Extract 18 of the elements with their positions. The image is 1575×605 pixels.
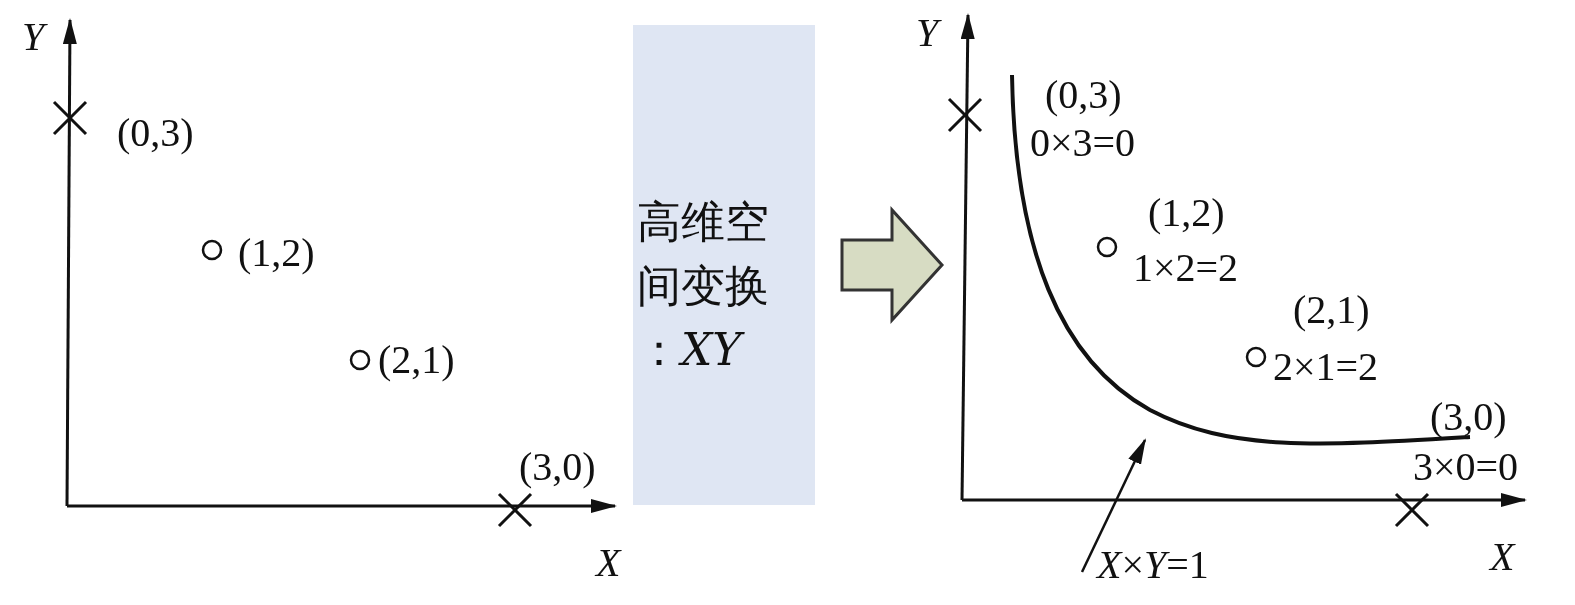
point-label: (0,3): [117, 113, 194, 153]
product-label: 3×0=0: [1413, 447, 1519, 487]
transform-band: [633, 25, 815, 505]
band-text: 高维空间变换：XY: [637, 195, 770, 377]
product-label: 2×1=2: [1273, 347, 1379, 387]
point-label: (2,1): [1293, 290, 1370, 330]
axis-label: X: [1490, 537, 1515, 577]
point-label: (3,0): [519, 447, 596, 487]
point-label: (1,2): [1148, 193, 1225, 233]
point-label: (2,1): [378, 340, 455, 380]
product-label: 1×2=2: [1133, 248, 1239, 288]
point-label: (3,0): [1430, 397, 1507, 437]
point-label: (1,2): [238, 233, 315, 273]
leader-line: [1080, 438, 1147, 573]
equation-label: X×Y=1: [1097, 545, 1209, 585]
axis-label: X: [596, 543, 621, 583]
product-label: 0×3=0: [1030, 123, 1136, 163]
point-label: (0,3): [1045, 75, 1122, 115]
